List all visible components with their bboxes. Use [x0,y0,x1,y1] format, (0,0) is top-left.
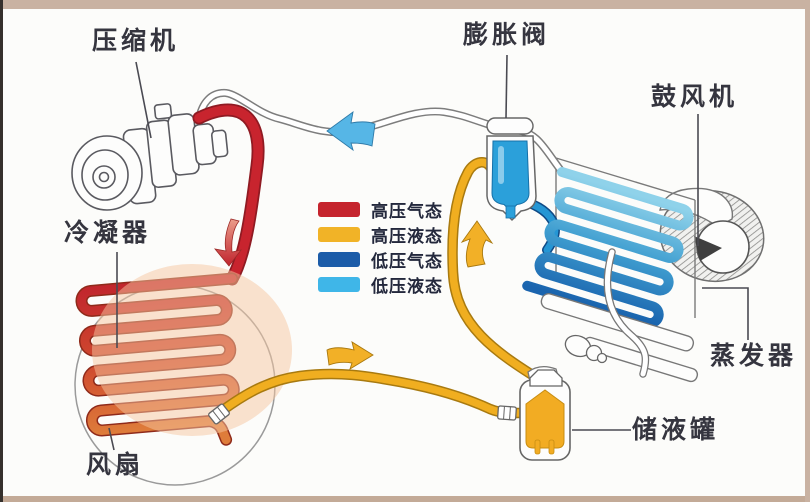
legend-swatch-high-pressure-liquid [318,227,360,242]
label-condenser: 冷凝器 [64,218,152,247]
legend-swatch-low-pressure-gas [318,252,360,267]
fan-airflow-wash [92,264,292,436]
label-receiver-drier: 储液罐 [632,415,720,444]
evaporator-frame [555,157,696,318]
flow-arrow-right-high-pressure-liquid [326,341,374,371]
legend-label: 高压气态 [371,202,443,222]
compressor-pulley [71,135,143,211]
evaporator-tray [540,293,699,383]
evaporator-fitting [564,334,608,364]
flow-arrow-down-high-pressure-gas [213,218,242,267]
label-blower: 鼓风机 [651,82,739,111]
legend: 高压气态 高压液态 低压气态 低压液态 [318,202,443,302]
flow-arrow-up-high-pressure-liquid [460,220,494,268]
evaporator-coil [522,167,694,328]
legend-item-low-pressure-gas: 低压气态 [318,252,443,272]
legend-swatch-low-pressure-liquid [318,277,360,292]
evaporator-drain-pipe [603,248,650,378]
legend-item-high-pressure-gas: 高压气态 [318,202,443,222]
expansion-valve-drawing [486,117,537,222]
legend-swatch-high-pressure-gas [318,202,360,217]
receiver-drier-drawing [519,365,571,461]
label-compressor: 压缩机 [92,26,180,55]
flow-arrow-left-low-pressure [326,110,376,152]
label-leader-lines [108,54,749,451]
pipe-coupler-receiver [497,405,517,421]
compressor-drawing [71,103,229,211]
photo-frame-top [0,0,810,9]
photo-frame-bottom [0,496,810,502]
legend-item-low-pressure-liquid: 低压液态 [318,277,443,297]
hot-gas-pipe [192,103,265,286]
legend-label: 低压液态 [371,277,443,297]
liquid-pipe-to-receiver [217,368,532,419]
pipe-coupler-condenser [208,403,230,425]
label-evaporator: 蒸发器 [710,341,798,370]
legend-label: 高压液态 [371,227,443,247]
photo-frame-left [0,0,3,502]
label-expansion-valve: 膨胀阀 [463,20,551,49]
label-fan: 风扇 [86,450,145,479]
legend-item-high-pressure-liquid: 高压液态 [318,227,443,247]
photo-frame-right [805,0,810,502]
legend-label: 低压气态 [371,252,443,272]
